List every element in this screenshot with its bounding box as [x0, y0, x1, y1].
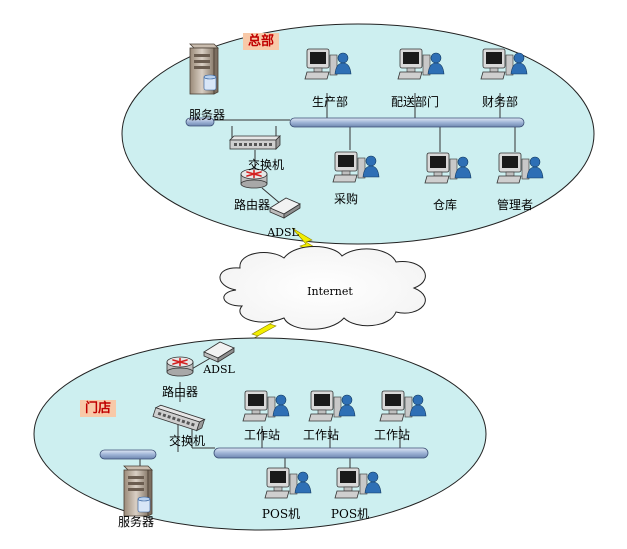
- internet-cloud: [219, 246, 426, 330]
- hq-zone: [121, 23, 595, 245]
- hq-delivery-label: 配送部门: [390, 95, 440, 109]
- internet-label: Internet: [307, 285, 353, 298]
- hq-server-bus: [185, 117, 215, 127]
- store-pos-2-label: POS机: [330, 507, 370, 521]
- hq-router-label: 路由器: [233, 198, 271, 212]
- store-zone-tag: 门店: [80, 400, 117, 417]
- store-server-bus: [99, 449, 157, 460]
- hq-admin-label: 管理者: [496, 198, 534, 212]
- store-workstation-1-label: 工作站: [243, 428, 281, 442]
- hq-switch-label: 交换机: [247, 158, 285, 172]
- store-workstation-3-label: 工作站: [373, 428, 411, 442]
- store-server-icon: [123, 465, 153, 517]
- store-adsl-label: ADSL: [203, 363, 235, 376]
- hq-zone-tag: 总部: [243, 33, 280, 50]
- hq-switch-icon: [229, 135, 281, 150]
- hq-production-label: 生产部: [311, 95, 349, 109]
- hq-server-icon: [189, 43, 219, 95]
- store-main-bus: [213, 447, 429, 459]
- hq-adsl-label: ADSL: [267, 226, 299, 239]
- hq-finance-label: 财务部: [481, 95, 519, 109]
- store-router-icon: [166, 356, 194, 377]
- store-workstation-2-label: 工作站: [302, 428, 340, 442]
- store-router-label: 路由器: [161, 385, 199, 399]
- store-switch-label: 交换机: [168, 434, 206, 448]
- store-pos-1-label: POS机: [261, 507, 301, 521]
- hq-warehouse-label: 仓库: [432, 198, 458, 212]
- hq-purchasing-label: 采购: [333, 192, 359, 206]
- store-server-label: 服务器: [117, 515, 155, 529]
- hq-main-bus: [289, 117, 525, 128]
- hq-server-label: 服务器: [188, 108, 226, 122]
